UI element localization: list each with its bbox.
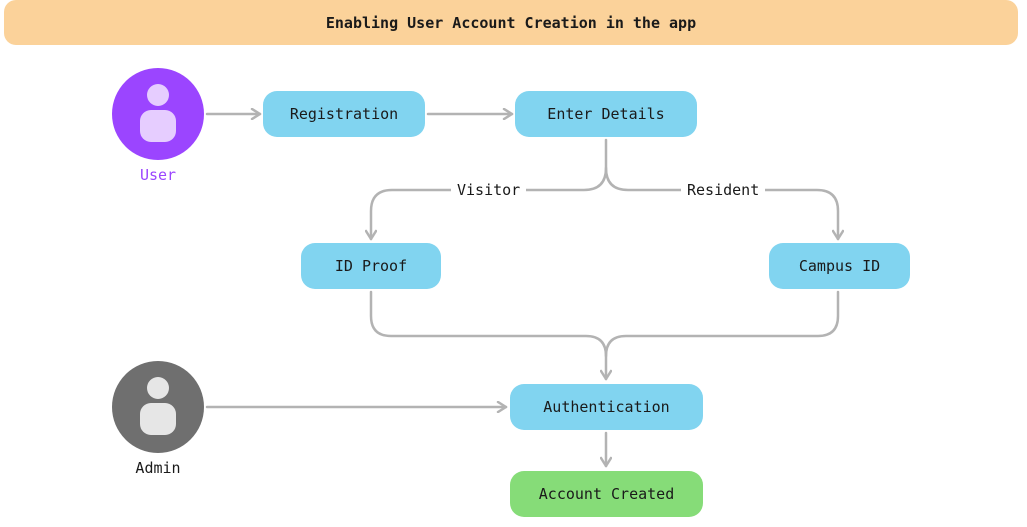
admin-label: Admin [135, 459, 181, 477]
person-head-icon [147, 377, 169, 399]
node-registration: Registration [263, 91, 425, 137]
node-id-proof: ID Proof [301, 243, 441, 289]
person-body-icon [140, 403, 176, 435]
person-head-icon [147, 84, 169, 106]
admin-avatar-icon [112, 361, 204, 453]
node-campus-id: Campus ID [769, 243, 910, 289]
edge-label-visitor: Visitor [451, 181, 527, 199]
edge-idproof-authentication [369, 290, 606, 381]
user-label: User [139, 166, 177, 184]
edge-campusid-authentication [604, 290, 840, 358]
person-body-icon [140, 110, 176, 142]
diagram-title: Enabling User Account Creation in the ap… [4, 0, 1018, 45]
edge-enterdetails-campusid [604, 166, 838, 241]
node-authentication: Authentication [510, 384, 703, 430]
user-avatar-icon [112, 68, 204, 160]
node-enter-details: Enter Details [515, 91, 697, 137]
edge-label-resident: Resident [681, 181, 766, 199]
node-account-created: Account Created [510, 471, 703, 517]
